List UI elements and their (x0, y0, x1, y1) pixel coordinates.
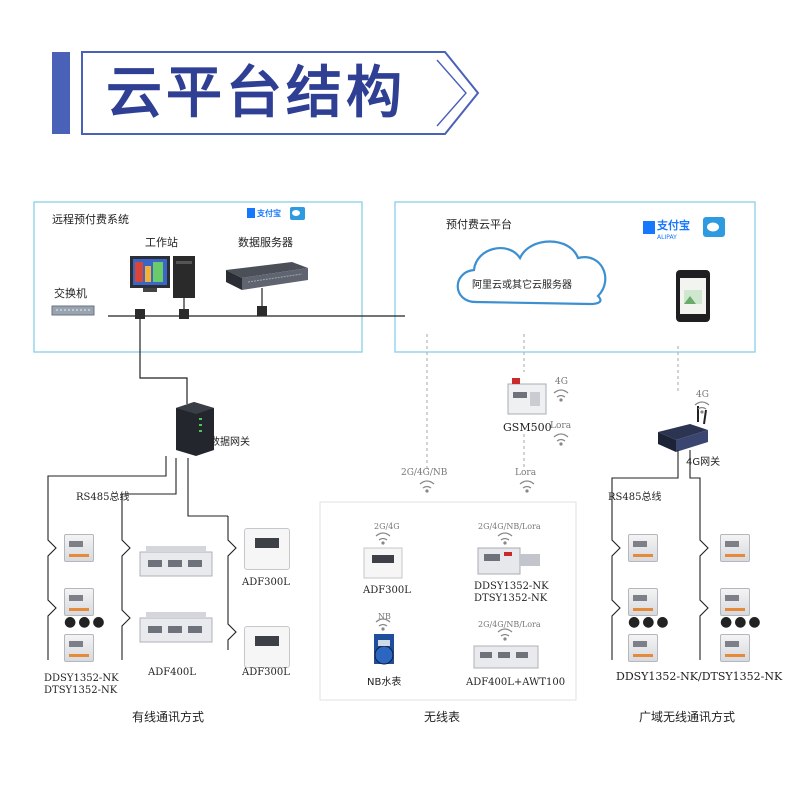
cloud-shape (456, 240, 607, 306)
switch-label: 交换机 (54, 287, 87, 300)
adf400-unit-bottom (139, 612, 213, 643)
title-frame (81, 51, 480, 135)
meter-wan-5 (720, 588, 750, 616)
link-2g4gnb-label: 2G/4G/NB (401, 468, 448, 478)
data-server-device (226, 262, 308, 278)
wifi-icon-gsm-lora (553, 433, 569, 446)
link-lora-label: Lora (515, 468, 537, 478)
meter-continuation-dots: ●●● (64, 614, 107, 630)
alipay-text-local: 支付宝 (257, 209, 281, 218)
local-system-box (33, 201, 363, 353)
wifi-icon-nb (375, 618, 391, 631)
bus-zigzag-wan-left (611, 512, 621, 660)
adf300-wireless-device (363, 547, 403, 579)
adf300-wired-top (244, 528, 290, 570)
cloud-platform-box (394, 201, 756, 353)
ddsy-wireless-label-1: DDSY1352-NK (474, 581, 549, 592)
rs485-wan-label: RS485总线 (608, 492, 662, 503)
adf400-label: ADF400L (148, 667, 196, 678)
local-system-label: 远程预付费系统 (52, 213, 129, 226)
wifi-icon-gateway-4g (694, 401, 710, 414)
wan-caption: 广域无线通讯方式 (639, 710, 736, 724)
gateway-label: 数据网关 (210, 437, 250, 448)
workstation-tower (173, 256, 195, 298)
wan-continuation-dots-left: ●●● (628, 614, 671, 630)
wifi-icon-lora (519, 480, 535, 493)
alipay-logo-local (247, 208, 255, 218)
adf300-bottom-label: ADF300L (242, 667, 290, 678)
ddsy-tag: 2G/4G/NB/Lora (478, 522, 541, 531)
meter-wan-2 (628, 588, 658, 616)
wifi-icon-2g (419, 480, 435, 493)
wired-meter-model-1: DDSY1352-NK (44, 673, 119, 684)
alipay-text-cloud: 支付宝 (657, 219, 690, 232)
adf300-top-label: ADF300L (242, 577, 290, 588)
meter-wan-4 (720, 534, 750, 562)
title-frame-inner (436, 59, 467, 127)
lan-node-2 (179, 309, 189, 319)
wifi-icon-adf300 (375, 532, 391, 545)
gsm500-label: GSM500 (503, 421, 552, 434)
bus-zigzag-right (227, 516, 237, 650)
ddsy-wireless-device (477, 547, 540, 575)
nb-water-meter-device (374, 634, 394, 665)
gateway-to-rs485 (611, 450, 679, 512)
wireless-meter-box (319, 501, 577, 701)
meter-wan-1 (628, 534, 658, 562)
awt-tag: 2G/4G/NB/Lora (478, 620, 541, 629)
4g-gateway-label: 4G网关 (686, 457, 721, 468)
wifi-icon-awt (497, 628, 513, 641)
bus-zigzag-left (47, 512, 57, 660)
wireless-caption: 无线表 (424, 710, 461, 724)
nb-tag: NB (378, 612, 391, 621)
adf300-wireless-label: ADF300L (363, 585, 411, 596)
bus-zigzag-wan-right (699, 512, 709, 660)
wan-models-label: DDSY1352-NK/DTSY1352-NK (616, 670, 783, 683)
gateway-to-rs485-b (689, 450, 701, 512)
rs485-bus-label: RS485总线 (76, 492, 130, 503)
phone-4g-label: 4G (696, 390, 709, 400)
lan-node-3 (257, 306, 267, 316)
ddsy-wireless-label-2: DTSY1352-NK (474, 593, 548, 604)
meter-wan-3 (628, 634, 658, 662)
wan-continuation-dots-right: ●●● (720, 614, 763, 630)
adf400-awt-label: ADF400L+AWT100 (466, 677, 566, 688)
adf300-wired-bottom (244, 626, 290, 668)
wired-caption: 有线通讯方式 (132, 710, 205, 724)
meter-wired-2 (64, 588, 94, 616)
lan-to-gateway-line (139, 319, 188, 404)
gsm-4g-label: 4G (555, 377, 568, 387)
adf300-tag: 2G/4G (374, 522, 400, 531)
alipay-logo-cloud (643, 221, 655, 234)
rs485-line-a (47, 456, 167, 512)
cloud-service-label: 阿里云或其它云服务器 (472, 280, 572, 291)
adf400-awt-device (473, 645, 539, 669)
adf400-unit-top (139, 546, 213, 577)
data-gateway-device (176, 402, 214, 456)
meter-wired-3 (64, 634, 94, 662)
gsm-lora-label: Lora (550, 421, 572, 431)
wifi-icon-ddsy (497, 532, 513, 545)
title-accent-bar (52, 52, 70, 134)
workstation-label: 工作站 (145, 236, 178, 249)
nb-water-meter-label: NB水表 (367, 677, 402, 688)
page-title: 云平台结构 (106, 61, 406, 126)
bus-zigzag-mid (121, 512, 131, 660)
gsm500-device (507, 378, 547, 415)
rs485-line-b (121, 458, 177, 512)
meter-wired-1 (64, 534, 94, 562)
wifi-icon-gsm-4g (553, 389, 569, 402)
lan-node-1 (135, 309, 145, 319)
cloud-platform-label: 预付费云平台 (446, 218, 512, 231)
wired-meter-model-2: DTSY1352-NK (44, 685, 118, 696)
rs485-line-c (187, 458, 228, 517)
data-server-label: 数据服务器 (238, 236, 293, 249)
alipay-en-text: ALIPAY (657, 234, 677, 241)
4g-gateway-device (658, 406, 708, 452)
meter-wan-6 (720, 634, 750, 662)
